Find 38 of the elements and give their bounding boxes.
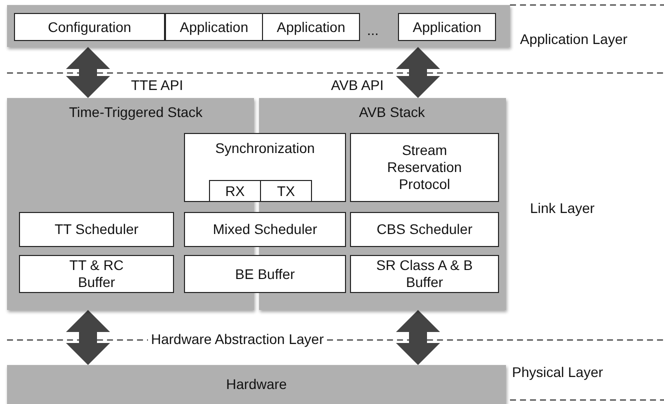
box-heading: Synchronization bbox=[215, 140, 315, 157]
hardware-bar bbox=[7, 365, 506, 404]
box-heading: Time-Triggered Stack bbox=[69, 104, 203, 121]
module-box bbox=[260, 180, 312, 202]
box-label: TX bbox=[277, 182, 295, 200]
module-box bbox=[398, 13, 496, 41]
box-heading: AVB Stack bbox=[359, 104, 425, 121]
module-box bbox=[19, 212, 174, 247]
layer-label: Application Layer bbox=[517, 31, 630, 47]
layer-label: Hardware Abstraction Layer bbox=[148, 331, 327, 347]
box-label: Application bbox=[276, 18, 346, 36]
module-box bbox=[165, 13, 263, 41]
module-box bbox=[19, 255, 174, 293]
module-box bbox=[184, 212, 346, 247]
module-box bbox=[14, 13, 165, 41]
box-label: TT Scheduler bbox=[54, 221, 138, 238]
ellipsis: ... bbox=[366, 22, 380, 38]
box-label: BE Buffer bbox=[235, 266, 295, 282]
double-arrow bbox=[66, 310, 110, 365]
box-label: Configuration bbox=[48, 18, 132, 36]
double-arrow bbox=[396, 47, 440, 98]
box-label: Application bbox=[412, 18, 482, 36]
box-label: TT & RC Buffer bbox=[68, 257, 125, 291]
box-label: Hardware bbox=[226, 376, 287, 393]
module-box bbox=[262, 13, 360, 41]
box-label: Mixed Scheduler bbox=[212, 221, 318, 238]
box-label: Stream Reservation Protocol bbox=[386, 142, 463, 193]
module-box bbox=[184, 255, 346, 293]
module-box bbox=[350, 212, 499, 247]
box-label: RX bbox=[225, 182, 245, 200]
box-label: SR Class A & B Buffer bbox=[375, 257, 474, 291]
layer-band bbox=[7, 5, 510, 47]
module-box bbox=[350, 133, 499, 202]
box-label: Application bbox=[180, 18, 248, 36]
module-box bbox=[350, 255, 499, 293]
double-arrow bbox=[396, 310, 440, 365]
double-arrow bbox=[66, 47, 110, 98]
box-label: CBS Scheduler bbox=[376, 221, 472, 238]
